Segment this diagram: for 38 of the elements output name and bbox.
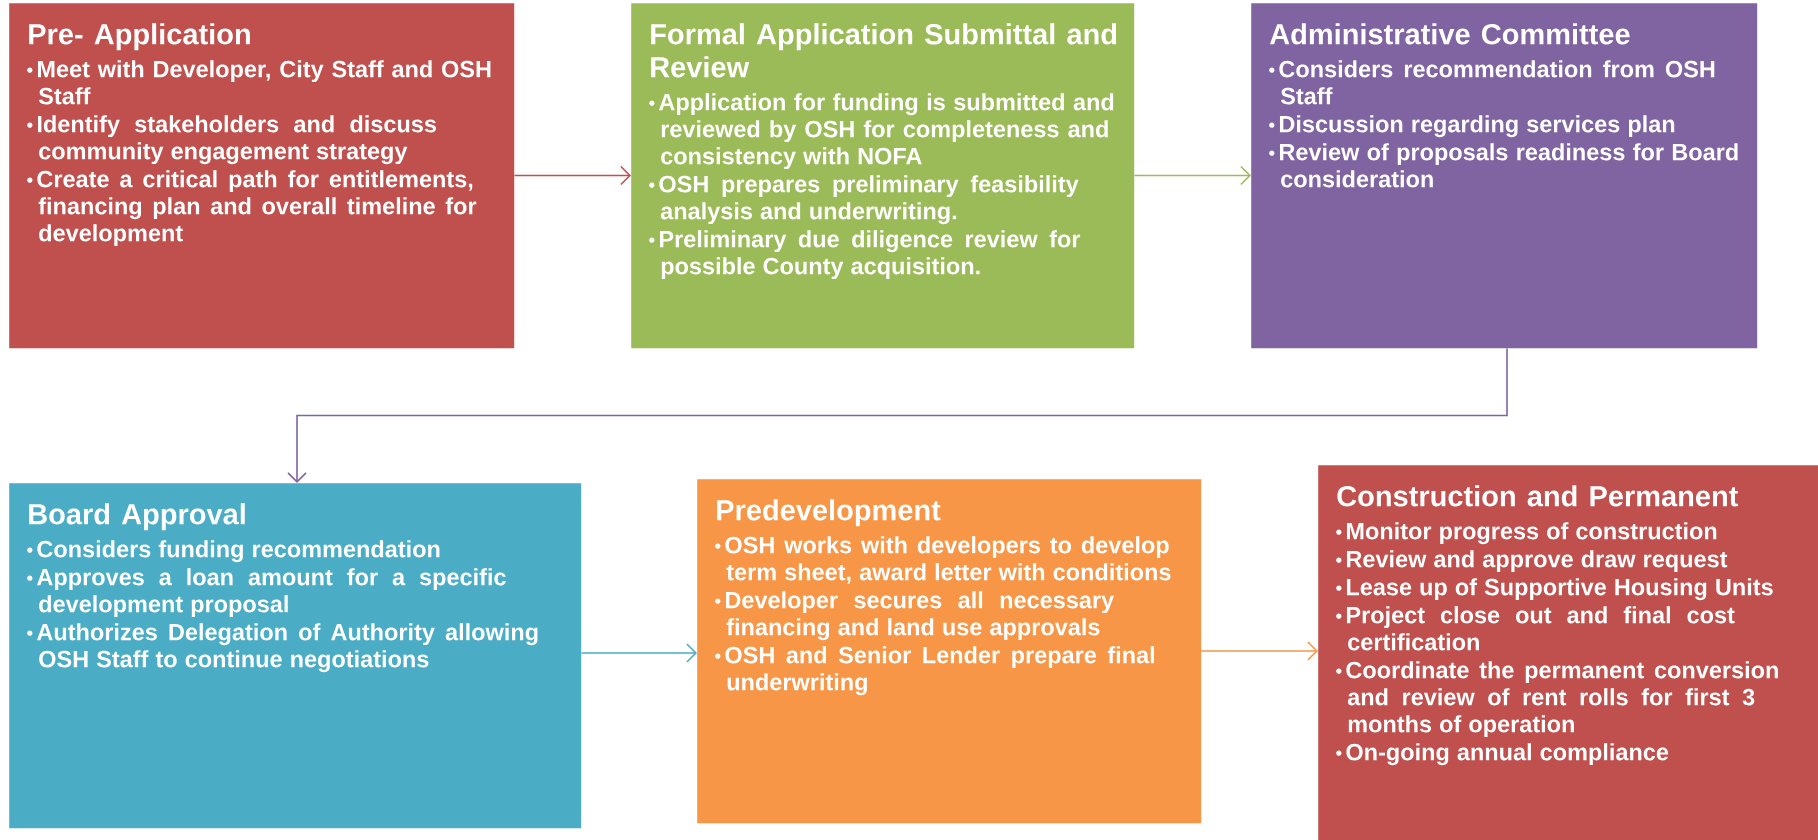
bullet-text: Identify stakeholders and discuss community engagement strategy — [38, 115, 436, 165]
bullet-text: Monitor progress of construction — [1347, 522, 1717, 545]
arrow — [580, 643, 697, 663]
bullet-text: OSH works with developers to develop term sheet, award letter with conditions — [725, 536, 1171, 584]
bullet-text: Create a critical path for entitlements, financing plan and overall timeline for development — [37, 170, 477, 247]
box-heading: Pre- Application — [29, 23, 250, 51]
arrow — [1200, 641, 1318, 661]
bullet-text: Application for funding is submitted and reviewed by OSH for completeness and consistency with NOFA — [659, 93, 1114, 170]
bullet-text: Discussion regarding services plan — [1280, 115, 1675, 138]
bullet-text: On-going annual compliance — [1346, 743, 1669, 766]
bullet-text: Review of proposals readiness for Board consideration — [1280, 143, 1738, 188]
process-box — [9, 483, 582, 829]
bullet-text: Approves a loan amount for a specific development proposal — [37, 568, 506, 618]
process-box — [9, 3, 515, 349]
bullet-text: Developer secures all necessary financing and land use approvals — [726, 591, 1114, 641]
arrow — [513, 165, 631, 186]
process-box — [631, 3, 1135, 349]
process-box — [697, 479, 1202, 824]
box-heading: Construction and Permanent — [1337, 485, 1738, 507]
box-heading: Board Approval — [29, 503, 245, 531]
box-heading: Formal Application Submittal and Review — [651, 23, 1117, 78]
bullet-text: Authorizes Delegation of Authority allowing OSH Staff to continue negotiations — [37, 623, 538, 673]
box-heading: Administrative Committee — [1269, 23, 1630, 45]
bullet-text: Lease up of Supportive Housing Units — [1347, 578, 1773, 601]
box-heading: Predevelopment — [717, 499, 941, 527]
bullet-text: Coordinate the permanent conversion and review of rent rolls for first 3 months of operation — [1346, 661, 1778, 738]
bullet-text: Considers funding recommendation — [37, 540, 440, 563]
arrow — [1133, 165, 1251, 186]
process-box — [1251, 3, 1758, 349]
bullet-text: Review and approve draw request — [1347, 550, 1728, 573]
bullet-text: Preliminary due diligence review for possible County acquisition. — [660, 230, 1081, 280]
process-box — [1318, 465, 1818, 840]
bullet-text: OSH prepares preliminary feasibility analysis and underwriting. — [659, 175, 1079, 225]
bullet-text: Project close out and final cost certification — [1347, 606, 1735, 651]
arrow — [287, 347, 1508, 483]
bullet-text: OSH and Senior Lender prepare final underwriting — [725, 646, 1154, 696]
bullet-text: Meet with Developer, City Staff and OSH Staff — [38, 60, 491, 105]
bullet-text: Considers recommendation from OSH Staff — [1279, 60, 1715, 105]
